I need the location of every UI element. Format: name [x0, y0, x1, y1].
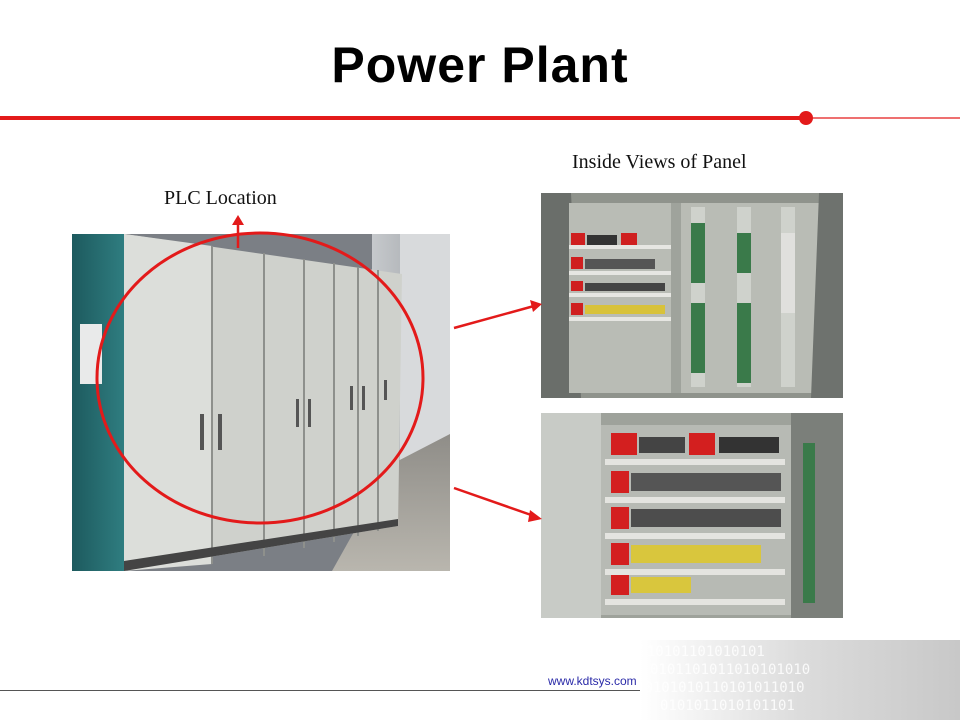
inside-views-label: Inside Views of Panel — [572, 151, 747, 173]
svg-text:10101010110101011010: 10101010110101011010 — [640, 680, 805, 696]
title-underline — [0, 111, 960, 125]
arrow-right-icon — [530, 300, 542, 312]
footer-rule — [0, 690, 650, 691]
panel-inside-photo-bottom — [541, 413, 843, 618]
svg-text:1010101101010101: 1010101101010101 — [640, 644, 765, 660]
binary-decoration: 1010101101010101 0101101011010101010 101… — [640, 640, 960, 720]
svg-text:0101011010101101: 0101011010101101 — [660, 698, 795, 714]
svg-text:0101101011010101010: 0101101011010101010 — [650, 662, 810, 678]
footer-url[interactable]: www.kdtsys.com — [548, 674, 637, 688]
plc-highlight-circle — [95, 231, 425, 525]
arrows-to-photos — [453, 300, 542, 522]
slide-title: Power Plant — [331, 37, 629, 93]
panel-inside-photo-top — [541, 193, 843, 398]
rule-dot-icon — [799, 111, 813, 125]
arrow-right-icon — [528, 510, 542, 522]
plc-location-label: PLC Location — [164, 187, 277, 209]
arrow-up-icon — [232, 215, 244, 248]
